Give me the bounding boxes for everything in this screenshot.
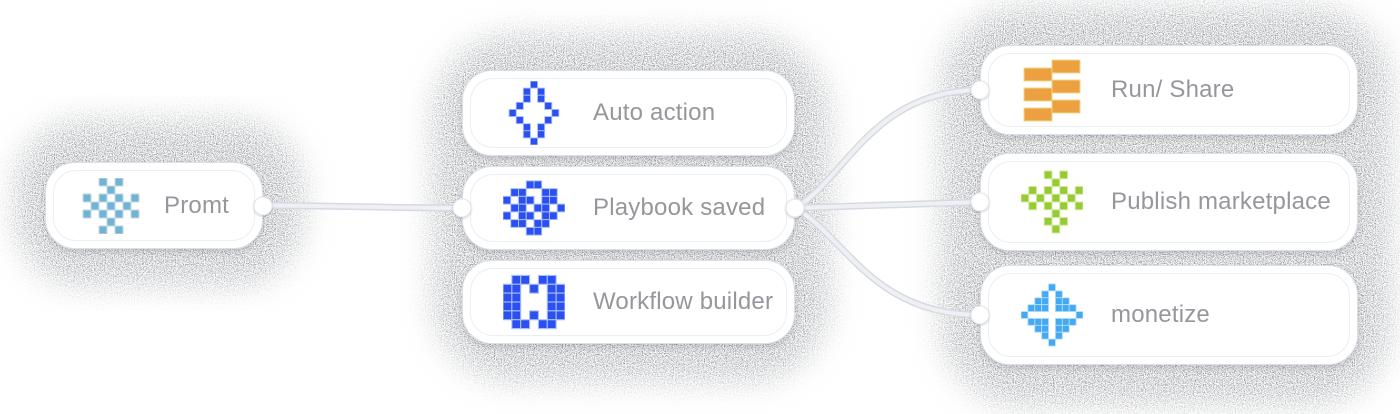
monetize-icon <box>1021 283 1083 347</box>
node-workflow-builder[interactable]: Workflow builder <box>462 260 795 344</box>
edge-playbook-run <box>791 86 984 212</box>
node-label: Auto action <box>593 99 716 126</box>
port-playbook-in[interactable] <box>452 198 472 218</box>
node-label: Workflow builder <box>593 288 774 315</box>
node-label: Publish marketplace <box>1111 188 1331 215</box>
node-publish-marketplace[interactable]: Publish marketplace <box>980 153 1358 251</box>
edge-playbook-monetize <box>791 204 984 319</box>
node-run-share[interactable]: Run/ Share <box>980 45 1358 135</box>
node-playbook-saved[interactable]: Playbook saved <box>462 166 795 250</box>
edge-promt-playbook <box>259 202 466 212</box>
workflow-builder-icon <box>503 270 565 334</box>
publish-marketplace-icon <box>1021 170 1083 234</box>
node-auto-action[interactable]: Auto action <box>462 70 795 156</box>
port-publish-in[interactable] <box>970 192 990 212</box>
port-playbook-out[interactable] <box>785 198 805 218</box>
playbook-saved-icon <box>503 176 565 240</box>
node-label: monetize <box>1111 301 1210 328</box>
run-share-icon <box>1021 58 1083 122</box>
port-promt-out[interactable] <box>253 196 273 215</box>
port-monetize-in[interactable] <box>970 305 990 325</box>
node-monetize[interactable]: monetize <box>980 265 1358 365</box>
node-label: Playbook saved <box>593 194 766 221</box>
node-label: Run/ Share <box>1111 76 1235 103</box>
node-promt[interactable]: Promt <box>45 162 263 249</box>
promt-icon <box>82 177 140 234</box>
auto-action-icon <box>503 81 565 145</box>
edge-playbook-publish <box>791 198 984 212</box>
port-run-share-in[interactable] <box>970 80 990 100</box>
node-label: Promt <box>164 191 230 219</box>
